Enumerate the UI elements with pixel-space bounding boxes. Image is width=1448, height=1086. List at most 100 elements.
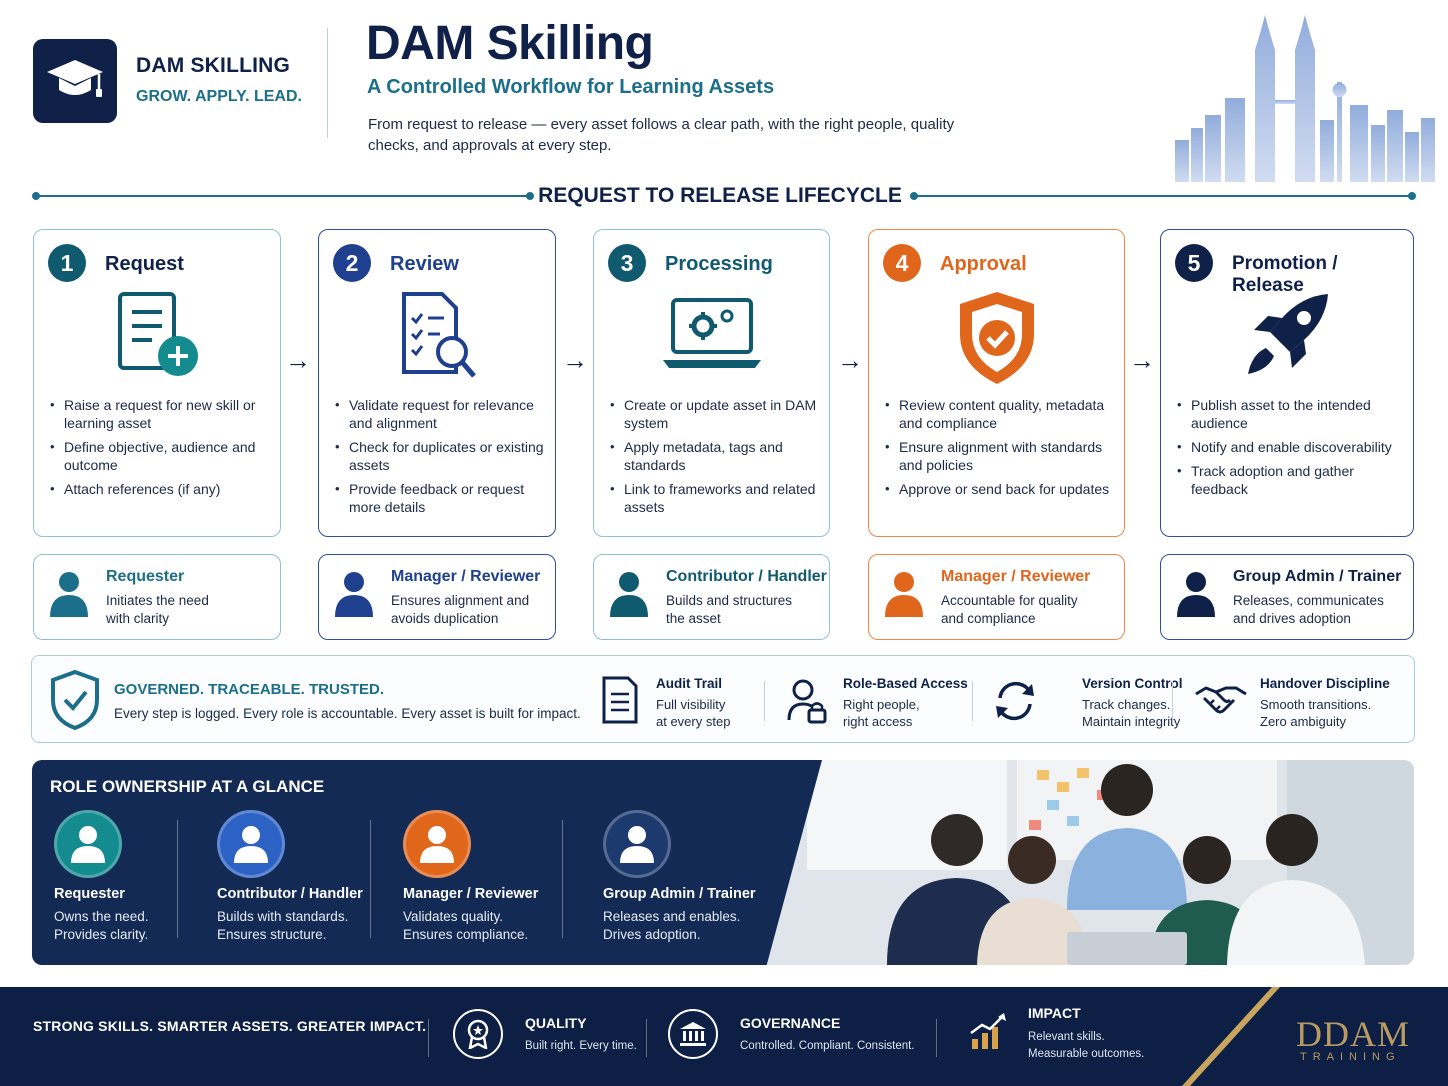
shield-check-icon: [959, 292, 1034, 384]
team-meeting-photo: [767, 760, 1414, 965]
role-card-manager-reviewer: Manager / Reviewer Ensures alignment and…: [318, 554, 556, 640]
role-card-contributor-handler: Contributor / Handler Builds and structu…: [593, 554, 830, 640]
ownership-role-name: Group Admin / Trainer: [603, 886, 756, 902]
footer-bar: STRONG SKILLS. SMARTER ASSETS. GREATER I…: [0, 987, 1448, 1086]
rocket-icon: [1248, 294, 1328, 374]
handshake-icon: [1195, 686, 1247, 714]
feature-line: Smooth transitions.: [1260, 697, 1372, 712]
role-ownership-title: ROLE OWNERSHIP AT A GLANCE: [50, 777, 325, 796]
person-icon: [885, 572, 923, 617]
step-bullet: Attach references (if any): [50, 480, 270, 498]
brand-name: DAM SKILLING: [136, 54, 291, 77]
ownership-role-name: Requester: [54, 886, 125, 902]
governance-description: Every step is logged. Every role is acco…: [114, 706, 581, 721]
feature-line: Right people,: [843, 697, 920, 712]
page-subtitle: A Controlled Workflow for Learning Asset…: [367, 76, 775, 98]
step-bullet: Define objective, audience and outcome: [50, 438, 270, 474]
step-card-promotion: 5 Promotion / Release Publish asset to t…: [1160, 229, 1414, 537]
step-bullet: Create or update asset in DAM system: [610, 396, 819, 432]
lifecycle-dot-inner-left: [526, 192, 534, 200]
feature-title: Audit Trail: [656, 676, 723, 691]
laptop-gears-icon: [662, 298, 761, 368]
step-bullet: Track adoption and gather feedback: [1177, 462, 1403, 498]
feature-description: Smooth transitions.Zero ambiguity: [1260, 696, 1371, 730]
footer-divider: [646, 1019, 647, 1057]
role-card-requester: Requester Initiates the need with clarit…: [33, 554, 281, 640]
step-card-request: 1 Request Raise a request for new skill …: [33, 229, 281, 537]
header-divider: [327, 28, 328, 138]
step-number: 1: [48, 244, 86, 282]
step-bullets: Create or update asset in DAM system App…: [610, 396, 819, 522]
step-number: 5: [1175, 244, 1213, 282]
lifecycle-title: REQUEST TO RELEASE LIFECYCLE: [538, 184, 902, 207]
refresh-icon: [996, 681, 1034, 721]
ownership-line: Provides clarity.: [54, 927, 149, 942]
graduation-cap-icon: [47, 60, 103, 97]
feature-description: Right people, right access: [843, 696, 920, 730]
role-description: Accountable for quality and compliance: [941, 593, 1078, 626]
step-bullet: Notify and enable discoverability: [1177, 438, 1403, 456]
step-card-review: 2 Review Validate request for relevance …: [318, 229, 556, 537]
arrow-right-icon: →: [837, 345, 863, 375]
step-bullet: Apply metadata, tags and standards: [610, 438, 819, 474]
footer-item-description: Built right. Every time.: [525, 1040, 637, 1052]
step-title: Request: [105, 253, 184, 275]
ownership-role-description: Owns the need.Provides clarity.: [54, 908, 149, 944]
ownership-line: Releases and enables.: [603, 909, 741, 924]
role-description: Builds and structures the asset: [666, 593, 793, 626]
ownership-role-description: Releases and enables. Drives adoption.: [603, 908, 740, 944]
feature-line: at every step: [656, 714, 731, 729]
feature-title: Version Control: [1082, 676, 1183, 691]
footer-brand-logo: DDAM: [1296, 1014, 1411, 1054]
step-number: 4: [883, 244, 921, 282]
institution-icon: [668, 1009, 718, 1059]
feature-title: Role-Based Access: [843, 676, 968, 691]
step-bullets: Review content quality, metadata and com…: [885, 396, 1114, 504]
step-bullet: Ensure alignment with standards and poli…: [885, 438, 1114, 474]
feature-divider: [764, 681, 765, 721]
feature-title: Handover Discipline: [1260, 676, 1390, 691]
footer-divider: [936, 1019, 937, 1057]
step-number: 2: [333, 244, 371, 282]
feature-description: Track changes.Maintain integrity: [1082, 696, 1180, 730]
governance-strip: GOVERNED. TRACEABLE. TRUSTED. Every step…: [31, 655, 1415, 743]
footer-divider: [428, 1019, 429, 1057]
arrow-right-icon: →: [562, 345, 588, 375]
step-bullet: Check for duplicates or existing assets: [335, 438, 545, 474]
ownership-line: Drives adoption.: [603, 927, 701, 942]
step-bullet: Publish asset to the intended audience: [1177, 396, 1403, 432]
avatar: [217, 810, 285, 878]
role-card-group-admin: Group Admin / Trainer Releases, communic…: [1160, 554, 1414, 640]
shield-check-icon: [51, 670, 99, 730]
ownership-line: Ensures compliance.: [403, 927, 529, 942]
avatar: [403, 810, 471, 878]
role-title: Requester: [106, 568, 185, 585]
role-card-manager-reviewer-approval: Manager / Reviewer Accountable for quali…: [868, 554, 1125, 640]
person-icon: [610, 572, 648, 617]
ownership-divider: [562, 820, 563, 938]
footer-line: Relevant skills.: [1028, 1031, 1105, 1043]
page-title: DAM Skilling: [366, 17, 654, 70]
step-bullet: Raise a request for new skill or learnin…: [50, 396, 270, 432]
lifecycle-line-left: [36, 195, 530, 197]
feature-line: right access: [843, 714, 913, 729]
step-card-approval: 4 Approval Review content quality, metad…: [868, 229, 1125, 537]
person-icon: [234, 826, 268, 863]
footer-slogan: STRONG SKILLS. SMARTER ASSETS. GREATER I…: [33, 1018, 427, 1034]
role-title: Contributor / Handler: [666, 568, 827, 585]
person-icon: [335, 572, 373, 617]
ownership-line: Validates quality.: [403, 909, 504, 924]
gold-stripe-decoration: [1182, 987, 1280, 1086]
document-plus-icon: [118, 292, 198, 376]
ownership-role-name: Contributor / Handler: [217, 886, 363, 902]
role-ownership-panel: ROLE OWNERSHIP AT A GLANCE Requester Own…: [32, 760, 1414, 965]
ownership-divider: [177, 820, 178, 938]
step-card-processing: 3 Processing Create or update asset in D…: [593, 229, 830, 537]
lifecycle-line-right: [912, 195, 1412, 197]
feature-line: Maintain integrity: [1082, 714, 1181, 729]
avatar: [603, 810, 671, 878]
person-icon: [50, 572, 88, 617]
role-description: Releases, communicates and drives adopti…: [1233, 593, 1384, 626]
lifecycle-dot-left: [32, 192, 40, 200]
footer-line: Measurable outcomes.: [1028, 1048, 1145, 1060]
